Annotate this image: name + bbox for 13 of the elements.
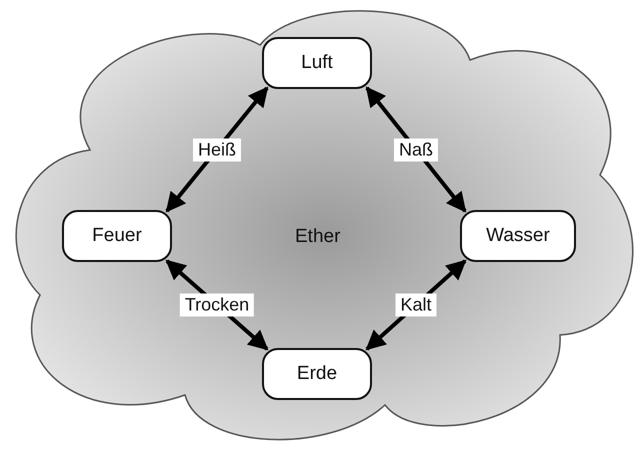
element-box [62,210,172,262]
element-box [262,348,372,400]
edge-label: Heiß [193,138,241,161]
element-box [460,210,576,262]
edge-label: Naß [394,138,438,161]
element-label: Luft [301,52,333,74]
element-label: Erde [296,363,338,385]
element-label: Wasser [486,225,550,247]
edge-label: Trocken [180,294,254,316]
cloud-label: Ether [295,226,340,248]
element-label: Feuer [92,225,142,247]
edge-label: Kalt [395,294,437,316]
element-box [262,37,372,89]
